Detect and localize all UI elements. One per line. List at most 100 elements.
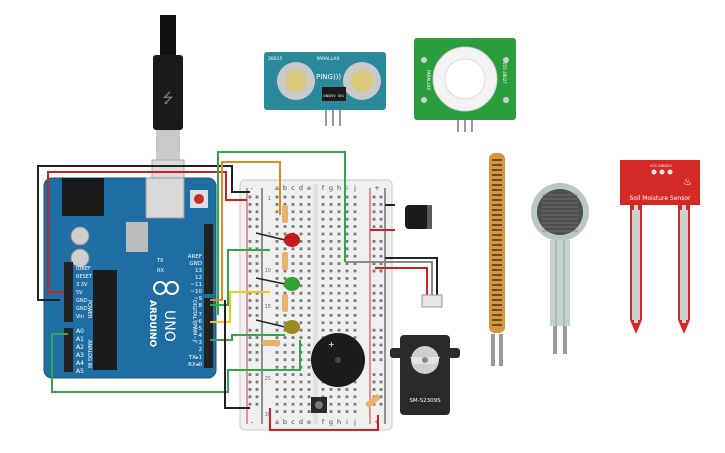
breadboard-hole <box>372 217 376 221</box>
column-label: c <box>291 184 295 192</box>
breadboard-hole <box>345 284 349 288</box>
breadboard-hole <box>299 306 303 310</box>
column-label: i <box>346 418 348 426</box>
breadboard-hole <box>275 232 279 236</box>
row-label: 25 <box>265 376 271 382</box>
pin-label: AREF <box>188 254 202 260</box>
breadboard-hole <box>248 328 252 332</box>
breadboard-hole <box>372 388 376 391</box>
breadboard-hole <box>248 284 252 288</box>
breadboard-hole <box>275 277 279 280</box>
breadboard-hole <box>291 210 295 214</box>
pushbutton[interactable] <box>311 397 327 413</box>
svg-text:⭍: ⭍ <box>162 91 174 107</box>
pin-label: TX▸1 <box>188 355 202 361</box>
breadboard-hole <box>307 247 311 251</box>
breadboard-hole <box>337 195 341 199</box>
breadboard-hole <box>329 291 333 295</box>
breadboard-hole <box>379 343 383 347</box>
breadboard-hole <box>337 410 341 413</box>
breadboard-hole <box>255 217 259 221</box>
breadboard-hole <box>321 284 325 288</box>
breadboard-hole <box>379 210 383 214</box>
pin-label: ~10 <box>190 289 202 295</box>
breadboard-hole <box>291 225 295 228</box>
column-label: f <box>322 184 325 192</box>
breadboard-hole <box>248 217 252 221</box>
breadboard-hole <box>255 291 259 295</box>
breadboard-hole <box>307 299 311 302</box>
breadboard-hole <box>345 395 349 399</box>
breadboard-hole <box>307 321 311 325</box>
breadboard-hole <box>329 269 333 273</box>
row-label: 1 <box>268 196 271 202</box>
breadboard-hole <box>307 225 311 228</box>
breadboard-hole <box>353 277 357 280</box>
arduino-model: UNO <box>161 310 177 342</box>
column-label: g <box>329 184 333 192</box>
breadboard-hole <box>283 203 287 206</box>
breadboard-hole <box>283 351 287 354</box>
breadboard-hole <box>255 247 259 251</box>
breadboard-hole <box>299 225 303 228</box>
breadboard-hole <box>255 358 259 362</box>
pin-label: ~3 <box>194 340 203 346</box>
rail-minus-label: - <box>251 184 254 192</box>
breadboard-hole <box>321 314 325 317</box>
wires <box>37 151 438 431</box>
power-label: POWER <box>86 300 92 319</box>
breadboard-hole <box>283 365 287 369</box>
breadboard-hole <box>321 217 325 221</box>
breadboard-hole <box>379 225 383 228</box>
breadboard-hole <box>337 262 341 265</box>
breadboard-hole <box>337 402 341 406</box>
servo-model: SM-S2309S <box>409 398 441 404</box>
column-label: a <box>275 418 279 426</box>
breadboard-hole <box>372 380 376 384</box>
digital-label: DIGITAL (PWM~) <box>191 300 197 342</box>
breadboard-hole <box>307 380 311 384</box>
breadboard-hole <box>329 232 333 236</box>
breadboard-hole <box>291 365 295 369</box>
pin-label: GND <box>189 261 202 267</box>
breadboard-hole <box>353 402 357 406</box>
breadboard-hole <box>379 240 383 243</box>
breadboard-hole <box>372 210 376 214</box>
breadboard-hole <box>329 284 333 288</box>
breadboard-hole <box>337 306 341 310</box>
breadboard-hole <box>248 210 252 214</box>
tx-led-label: TX <box>156 258 164 264</box>
rx-led-label: RX <box>157 268 164 274</box>
pin-label: GND <box>76 306 88 312</box>
analog-pin-labels: A0 A1 A2 A3 A4 A5 <box>76 328 84 375</box>
breadboard-hole <box>255 240 259 243</box>
breadboard-hole <box>291 336 295 339</box>
breadboard-hole <box>337 395 341 399</box>
breadboard-hole <box>307 365 311 369</box>
breadboard-hole <box>379 388 383 391</box>
breadboard-hole <box>248 225 252 228</box>
breadboard-hole <box>353 314 357 317</box>
breadboard-hole <box>291 388 295 391</box>
column-label: j <box>353 184 356 192</box>
breadboard-hole <box>275 299 279 302</box>
breadboard-hole <box>307 388 311 391</box>
breadboard-hole <box>321 262 325 265</box>
breadboard-hole <box>372 195 376 199</box>
breadboard-hole <box>345 217 349 221</box>
breadboard-hole <box>353 195 357 199</box>
reset-button[interactable] <box>194 194 204 204</box>
breadboard-hole <box>255 262 259 265</box>
breadboard-hole <box>275 358 279 362</box>
breadboard-hole <box>255 203 259 206</box>
breadboard-hole <box>291 299 295 302</box>
breadboard-hole <box>248 195 252 199</box>
breadboard-hole <box>321 328 325 332</box>
breadboard-hole <box>307 284 311 288</box>
breadboard-hole <box>379 328 383 332</box>
breadboard-hole <box>321 247 325 251</box>
breadboard-hole <box>255 225 259 228</box>
breadboard-hole <box>321 299 325 302</box>
breadboard-hole <box>291 402 295 406</box>
breadboard-hole <box>283 373 287 376</box>
